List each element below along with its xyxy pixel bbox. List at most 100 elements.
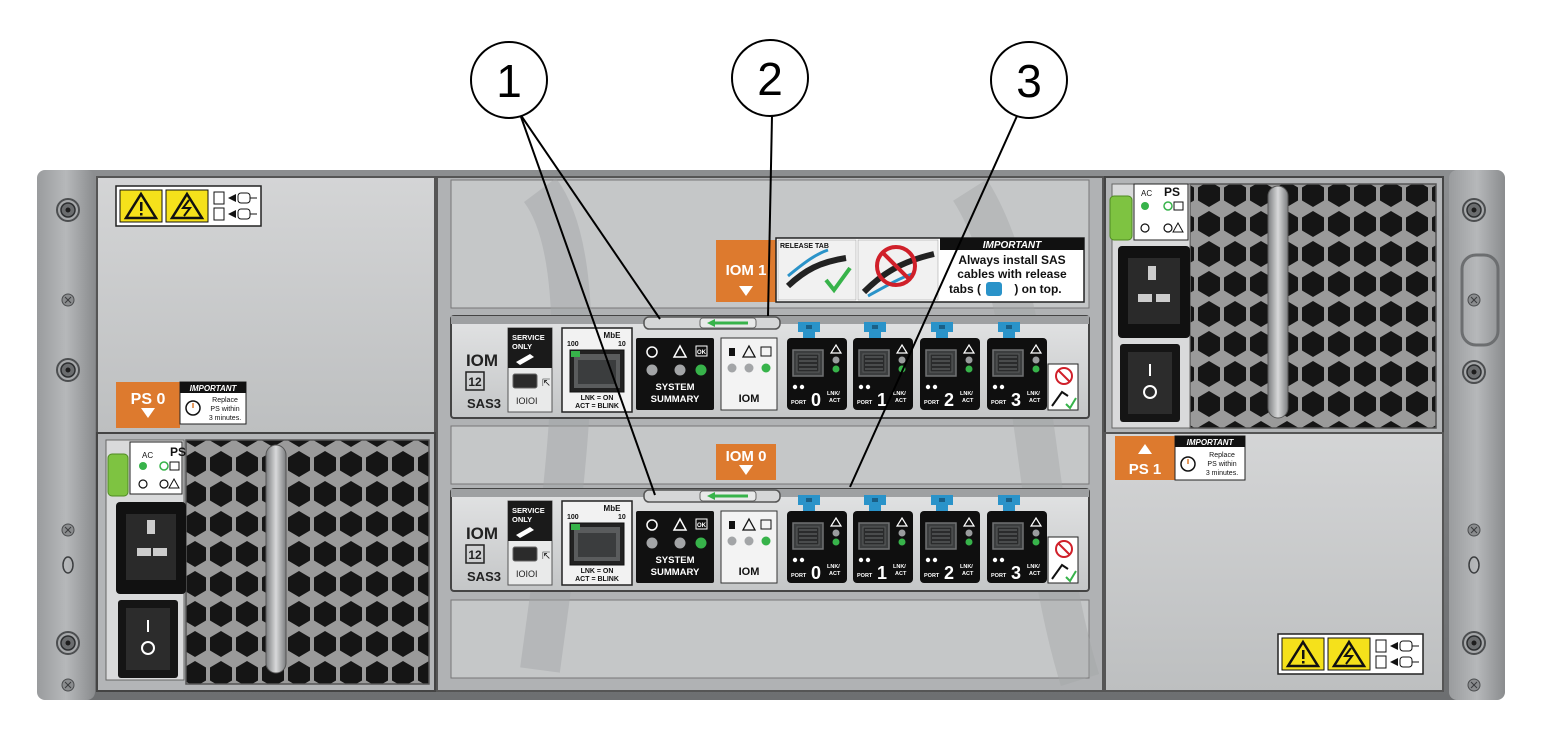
port-number: 0: [811, 390, 821, 410]
screw-icon: [1467, 678, 1481, 692]
svg-text:PS 0: PS 0: [131, 391, 166, 408]
usb-service-port[interactable]: [512, 373, 538, 389]
iom0-tag: IOM 0: [716, 444, 776, 480]
callout-2: 2: [731, 39, 809, 117]
ok-led: [695, 364, 707, 376]
thumbscrew-icon[interactable]: [56, 631, 80, 655]
port-number: 1: [877, 390, 887, 410]
ps0-handle[interactable]: [265, 444, 287, 674]
thumbscrew-icon[interactable]: [1462, 198, 1486, 222]
speed-left-label: 100: [567, 341, 579, 348]
cable-icon: [1051, 390, 1069, 407]
lnk-act-label: ACT: [1029, 398, 1041, 404]
port-word: PORT: [924, 400, 940, 406]
no-cable-icon: [1055, 540, 1073, 558]
port-word: PORT: [857, 400, 873, 406]
port-number: 0: [811, 563, 821, 583]
svg-text:IOM 0: IOM 0: [726, 448, 767, 465]
fault-icon: [672, 517, 688, 531]
port-word: PORT: [991, 400, 1007, 406]
iom-service-led: [727, 363, 737, 373]
ok-icon: [695, 345, 708, 357]
ps0-ok-led: [159, 461, 169, 471]
thumbscrew-icon[interactable]: [56, 358, 80, 382]
ps1-release-latch[interactable]: [1109, 195, 1133, 241]
power-supply-1: AC PS: [1104, 176, 1444, 434]
lnk-act-label: LNK/: [1027, 391, 1040, 397]
speed-right-label: 10: [618, 341, 626, 348]
system-summary-label: SYSTEM: [655, 382, 694, 393]
thumbscrew-icon[interactable]: [1462, 631, 1486, 655]
svg-text:3: 3: [1016, 55, 1042, 107]
ps1-fan-led: [1140, 223, 1150, 233]
warning-label-bottom-right: [1276, 632, 1425, 676]
svg-text:IOM 1: IOM 1: [726, 262, 767, 279]
ps1-fan-grille: [1189, 183, 1437, 429]
thumbscrew-icon[interactable]: [56, 198, 80, 222]
warning-label-top-left: [114, 184, 263, 228]
iom1-tag: IOM 1: [716, 240, 776, 302]
lnk-act-label: LNK/: [960, 391, 973, 397]
ps1-handle[interactable]: [1267, 185, 1289, 419]
iom-service-led: [727, 536, 737, 546]
locate-icon: [646, 519, 658, 531]
lnk-act-label: ACT: [895, 398, 907, 404]
service-only-label: SERVICE: [512, 333, 545, 342]
iom-ok-led: [761, 536, 771, 546]
locate-led: [646, 537, 658, 549]
svg-text:RELEASE TAB: RELEASE TAB: [780, 243, 829, 250]
svg-text:Replace: Replace: [212, 397, 238, 404]
screw-icon: [61, 293, 75, 307]
iom-model-label: IOM: [466, 524, 498, 543]
svg-text:IMPORTANT: IMPORTANT: [983, 240, 1042, 251]
link-legend: LNK = ON: [581, 568, 614, 575]
screw-icon: [1467, 293, 1481, 307]
port-word: PORT: [791, 573, 807, 579]
mgmt-link-led: [571, 351, 580, 357]
svg-text:AC: AC: [1141, 189, 1152, 198]
lnk-act-label: ACT: [962, 398, 974, 404]
locate-icon: [646, 346, 658, 358]
ps1-fault-led: [1163, 223, 1173, 233]
release-tab-label: RELEASE TAB IMPORTANT Always install SAS…: [775, 237, 1085, 303]
link-legend: ACT = BLINK: [575, 576, 619, 583]
lnk-act-label: LNK/: [960, 564, 973, 570]
ps0-important-label: IMPORTANT Replace PS within 3 minutes.: [179, 381, 247, 425]
right-ear-cutout: [1460, 253, 1500, 347]
svg-text:PS: PS: [170, 445, 186, 459]
usb-service-port[interactable]: [512, 546, 538, 562]
lnk-act-label: LNK/: [827, 564, 840, 570]
no-cable-icon: [1055, 367, 1073, 385]
ps0-release-latch[interactable]: [107, 453, 129, 497]
svg-text:1: 1: [496, 55, 522, 107]
ps1-important-label: IMPORTANT Replace PS within 3 minutes.: [1174, 435, 1246, 481]
port-word: PORT: [791, 400, 807, 406]
callout-lines: [519, 113, 1018, 496]
port-number: 3: [1011, 390, 1021, 410]
link-legend: LNK = ON: [581, 395, 614, 402]
service-only-label: SERVICE: [512, 506, 545, 515]
svg-text:3 minutes.: 3 minutes.: [209, 415, 241, 422]
port-number: 2: [944, 563, 954, 583]
lnk-act-label: LNK/: [893, 391, 906, 397]
ok-icon-label: OK: [697, 523, 707, 529]
mgmt-header: MbE: [604, 331, 622, 340]
service-only-label: ONLY: [512, 515, 532, 524]
callout-1: 1: [470, 41, 548, 119]
screw-icon: [61, 678, 75, 692]
mgmt-link-led: [571, 524, 580, 530]
thumbscrew-icon[interactable]: [1462, 360, 1486, 384]
fault-icon: [672, 344, 688, 358]
right-rack-ear: [1449, 170, 1505, 700]
ps0-fan-grille: [185, 439, 430, 685]
svg-text:PS within: PS within: [210, 406, 239, 413]
port-word: PORT: [857, 573, 873, 579]
ps0-fan-led: [138, 479, 148, 489]
screw-icon: [1467, 523, 1481, 537]
svg-text:tabs (: tabs (: [949, 282, 981, 296]
ps0-ac-led: [139, 462, 147, 470]
svg-text:) on top.: ) on top.: [1014, 282, 1061, 296]
ps1-ok-led: [1163, 201, 1173, 211]
lnk-act-label: ACT: [962, 571, 974, 577]
svg-text:PS: PS: [1164, 185, 1180, 199]
